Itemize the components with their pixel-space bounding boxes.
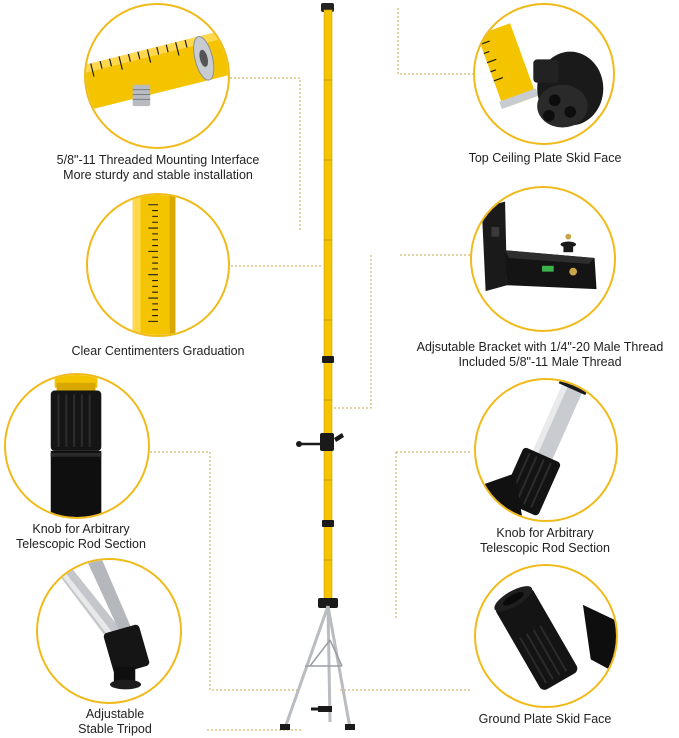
pole-knobs	[322, 356, 334, 527]
threaded-interface-line2: More sturdy and stable installation	[63, 168, 253, 182]
bracket-line1: Adjsutable Bracket with 1/4"-20 Male Thr…	[416, 340, 664, 354]
ground-plate-caption: Ground Plate Skid Face	[450, 712, 640, 727]
ground-plate-photo	[494, 586, 616, 690]
tripod-circle	[36, 558, 182, 704]
knob-left-photo	[50, 375, 102, 517]
pole-shaft	[323, 9, 333, 603]
knob-right-photo	[476, 380, 591, 520]
tripod-legs	[280, 598, 355, 730]
knob-left-circle	[4, 373, 150, 519]
bracket-circle	[470, 186, 616, 332]
graduation-line1: Clear Centimenters Graduation	[71, 344, 245, 358]
bracket-line2: Included 5/8"-11 Male Thread	[458, 355, 622, 369]
graduation-circle	[86, 193, 230, 337]
knob-right-circle	[474, 378, 618, 522]
tripod-line1: Adjustable	[85, 707, 145, 721]
tripod-photo	[47, 560, 150, 690]
pole-bracket	[296, 433, 344, 451]
threaded-interface-caption: 5/8"-11 Threaded Mounting Interface More…	[30, 153, 286, 183]
top-ceiling-plate-caption: Top Ceiling Plate Skid Face	[440, 151, 650, 166]
ground-plate-circle	[474, 564, 618, 708]
knob-left-line2: Telescopic Rod Section	[16, 537, 146, 551]
tripod-line2: Stable Tripod	[78, 722, 152, 736]
bracket-caption: Adjsutable Bracket with 1/4"-20 Male Thr…	[400, 340, 679, 370]
graduation-photo	[132, 195, 176, 335]
tripod-caption: Adjustable Stable Tripod	[40, 707, 190, 737]
knob-right-line2: Telescopic Rod Section	[480, 541, 610, 555]
threaded-interface-photo	[86, 30, 228, 112]
knob-left-line1: Knob for Arbitrary	[32, 522, 130, 536]
bracket-photo	[481, 201, 597, 292]
top-ceiling-plate-photo	[477, 23, 604, 128]
threaded-interface-line1: 5/8"-11 Threaded Mounting Interface	[56, 153, 260, 167]
top-ceiling-plate-circle	[473, 3, 615, 145]
graduation-caption: Clear Centimenters Graduation	[40, 344, 276, 359]
ground-plate-line1: Ground Plate Skid Face	[478, 712, 612, 726]
threaded-interface-circle	[84, 3, 230, 149]
top-ceiling-plate-line1: Top Ceiling Plate Skid Face	[468, 151, 622, 165]
knob-right-line1: Knob for Arbitrary	[496, 526, 594, 540]
knob-left-caption: Knob for Arbitrary Telescopic Rod Sectio…	[6, 522, 156, 552]
knob-right-caption: Knob for Arbitrary Telescopic Rod Sectio…	[470, 526, 620, 556]
